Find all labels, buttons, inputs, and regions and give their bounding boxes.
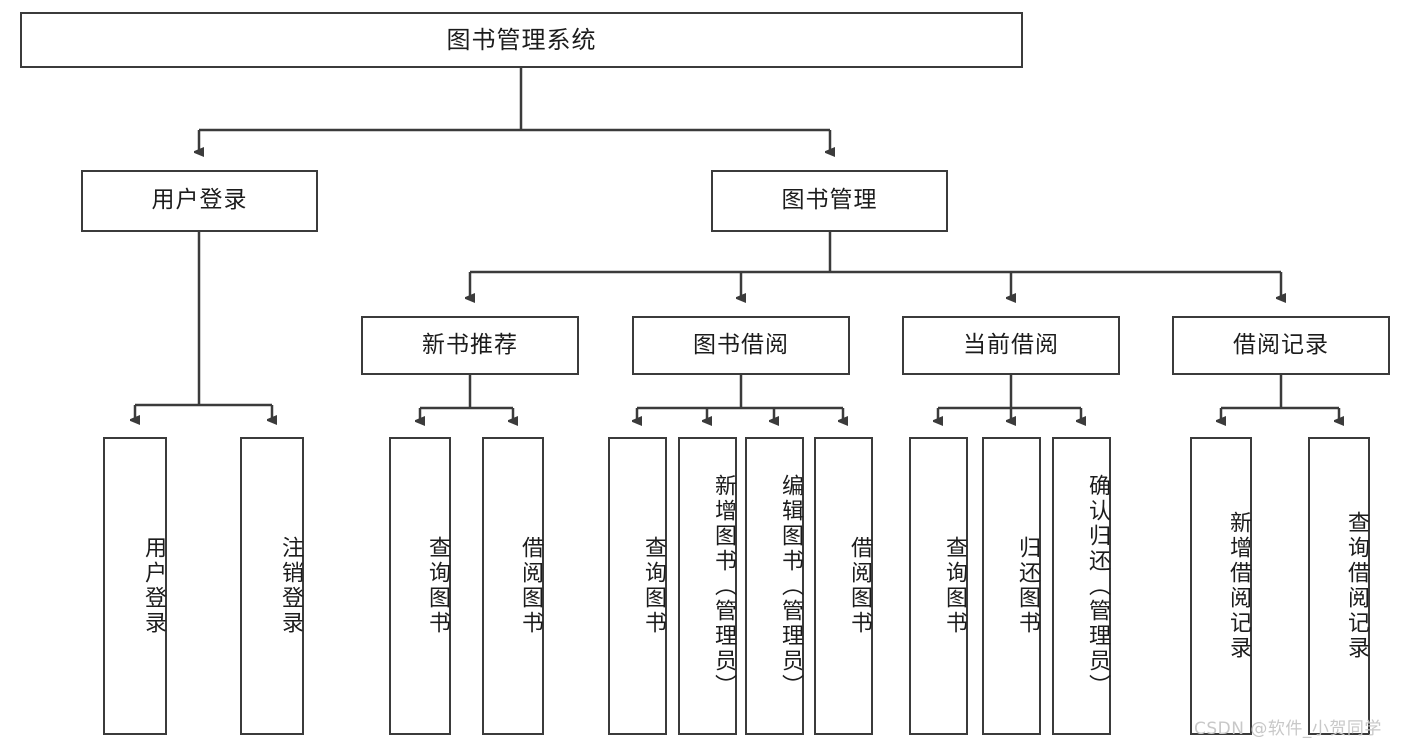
- node-new-book-rec-label: 新书推荐: [422, 331, 518, 358]
- node-leaf-user-login[interactable]: 用户登录: [103, 437, 167, 735]
- node-user-login[interactable]: 用户登录: [81, 170, 318, 232]
- node-leaf-add-record[interactable]: 新增借阅记录: [1190, 437, 1252, 735]
- node-leaf-add-book-label: 新增图书（管理员）: [711, 473, 736, 699]
- node-leaf-query-book-1-label: 查询图书: [425, 536, 450, 636]
- node-book-borrow[interactable]: 图书借阅: [632, 316, 850, 375]
- node-leaf-user-login-label: 用户登录: [141, 536, 166, 636]
- node-leaf-borrow-book-2-label: 借阅图书: [847, 536, 872, 636]
- node-leaf-borrow-book-2[interactable]: 借阅图书: [814, 437, 873, 735]
- node-current-borrow[interactable]: 当前借阅: [902, 316, 1120, 375]
- node-leaf-edit-book-label: 编辑图书（管理员）: [778, 473, 803, 699]
- node-leaf-return-book-label: 归还图书: [1015, 536, 1040, 636]
- node-leaf-add-book[interactable]: 新增图书（管理员）: [678, 437, 737, 735]
- node-leaf-query-book-1[interactable]: 查询图书: [389, 437, 451, 735]
- node-leaf-return-book[interactable]: 归还图书: [982, 437, 1041, 735]
- watermark: CSDN @软件_小贺同学: [1194, 719, 1382, 739]
- node-current-borrow-label: 当前借阅: [963, 331, 1059, 358]
- node-book-manage-label: 图书管理: [781, 187, 878, 214]
- node-leaf-query-book-2-label: 查询图书: [641, 536, 666, 636]
- node-leaf-edit-book[interactable]: 编辑图书（管理员）: [745, 437, 804, 735]
- node-root[interactable]: 图书管理系统: [20, 12, 1023, 68]
- node-new-book-rec[interactable]: 新书推荐: [361, 316, 579, 375]
- node-leaf-query-record[interactable]: 查询借阅记录: [1308, 437, 1370, 735]
- node-leaf-query-book-3-label: 查询图书: [942, 536, 967, 636]
- node-leaf-add-record-label: 新增借阅记录: [1226, 511, 1251, 661]
- node-user-login-label: 用户登录: [151, 187, 248, 214]
- node-leaf-borrow-book-1-label: 借阅图书: [518, 536, 543, 636]
- node-book-borrow-label: 图书借阅: [693, 331, 789, 358]
- node-leaf-confirm-return[interactable]: 确认归还（管理员）: [1052, 437, 1111, 735]
- node-leaf-query-book-2[interactable]: 查询图书: [608, 437, 667, 735]
- node-leaf-logout[interactable]: 注销登录: [240, 437, 304, 735]
- node-leaf-query-record-label: 查询借阅记录: [1344, 511, 1369, 661]
- node-leaf-borrow-book-1[interactable]: 借阅图书: [482, 437, 544, 735]
- node-leaf-confirm-return-label: 确认归还（管理员）: [1085, 473, 1110, 699]
- node-leaf-logout-label: 注销登录: [278, 536, 303, 636]
- node-leaf-query-book-3[interactable]: 查询图书: [909, 437, 968, 735]
- node-root-label: 图书管理系统: [446, 25, 597, 54]
- node-borrow-record-label: 借阅记录: [1233, 331, 1329, 358]
- node-borrow-record[interactable]: 借阅记录: [1172, 316, 1390, 375]
- node-book-manage[interactable]: 图书管理: [711, 170, 948, 232]
